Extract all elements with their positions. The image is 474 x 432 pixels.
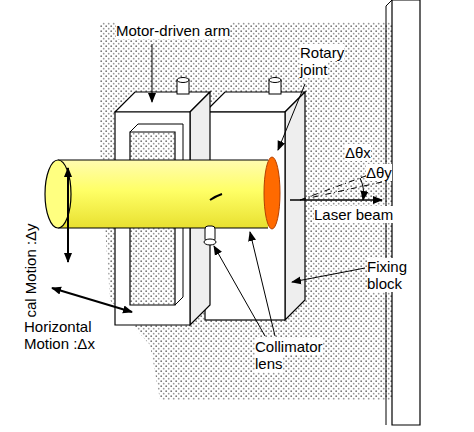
motion-label: Horizontal Motion :Δx: [24, 318, 95, 352]
leader-line: [214, 246, 265, 336]
angle-label: Δθy: [366, 164, 392, 181]
part-label: Motor-driven arm: [116, 22, 266, 39]
part-label: Collimator lens: [255, 338, 323, 372]
angle-label: Δθx: [345, 144, 371, 161]
rotary-joint: [264, 157, 280, 229]
motion-label: Horizontal Motion :Δx: [24, 318, 134, 352]
angle-label: Δθy: [366, 164, 406, 181]
horizontal-motion-arrow: [52, 288, 132, 312]
part-label: Rotary joint: [300, 44, 344, 78]
part-label: Collimator lens: [255, 338, 345, 372]
leader-line: [250, 232, 275, 336]
mounting-plate: [392, 0, 420, 425]
leader-line: [278, 84, 305, 150]
beam-label: Laser beam: [314, 206, 404, 223]
beam-label: Laser beam: [314, 206, 393, 223]
leader-line: [152, 44, 153, 102]
leader-line: [292, 268, 365, 282]
part-label: Fixing block: [367, 258, 407, 292]
vertical-motion-arrow: [67, 168, 69, 262]
collimator-cylinder: [58, 160, 268, 228]
part-label: Fixing block: [367, 258, 429, 292]
part-label: Motor-driven arm: [116, 22, 230, 39]
angle-label: Δθx: [345, 144, 385, 161]
part-label: Rotary joint: [300, 44, 362, 78]
